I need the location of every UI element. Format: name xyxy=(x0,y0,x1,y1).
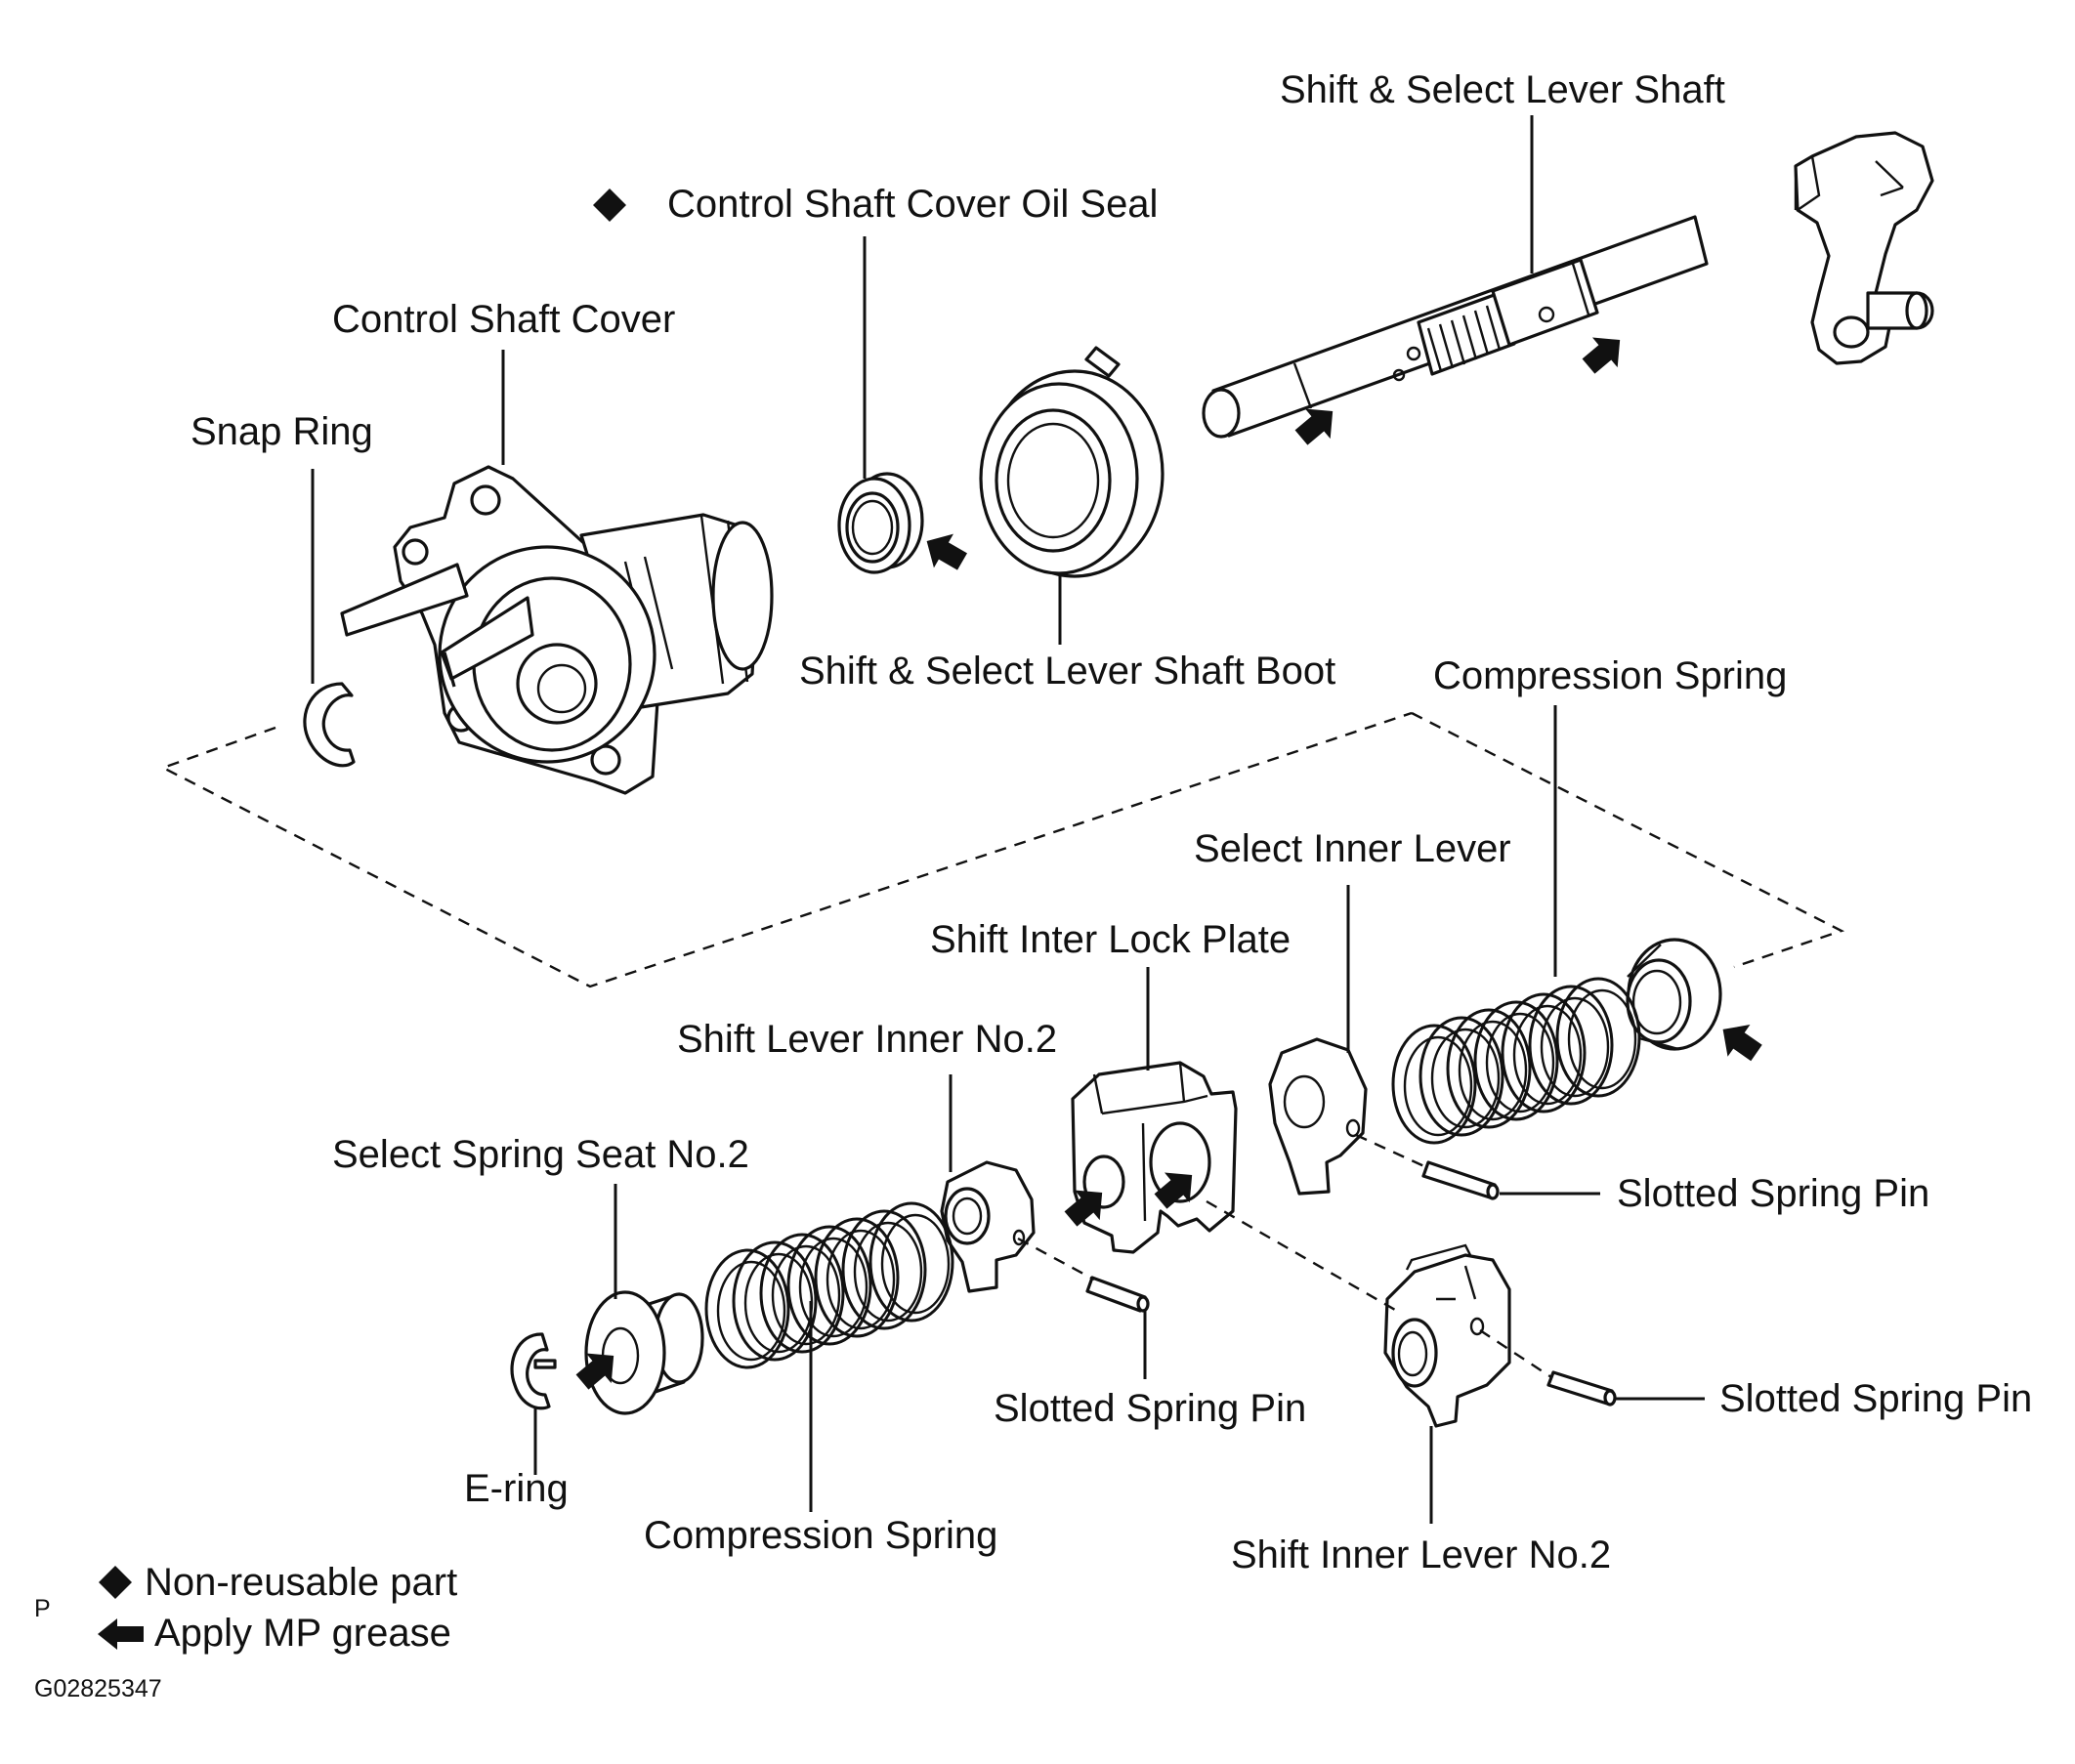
spring-coil-inner xyxy=(1430,1028,1501,1129)
label-compression-spring-lower: Compression Spring xyxy=(644,1514,997,1557)
arrow-icon xyxy=(1064,1190,1103,1227)
label-slotted-spring-pin-upper: Slotted Spring Pin xyxy=(1617,1172,1929,1215)
diamond-icon xyxy=(99,1566,132,1599)
arrow-icon xyxy=(1582,337,1621,374)
spring-coil xyxy=(868,1201,954,1323)
legend-non-reusable: Non-reusable part xyxy=(145,1561,457,1604)
label-select-spring-seat-no2: Select Spring Seat No.2 xyxy=(332,1133,749,1176)
label-slotted-spring-pin-lower: Slotted Spring Pin xyxy=(1719,1377,2032,1420)
shift-select-lever-shaft xyxy=(1202,131,1934,439)
slotted-spring-pin-lower xyxy=(1546,1370,1617,1407)
slotted-spring-pin-upper xyxy=(1421,1160,1500,1200)
snap-ring xyxy=(303,682,356,768)
select-inner-lever xyxy=(1268,1037,1368,1196)
shift-lever-inner-no2 xyxy=(940,1160,1036,1293)
spring-coil xyxy=(759,1233,845,1354)
spring-coil-inner xyxy=(771,1244,841,1346)
shift-inner-lever-no2 xyxy=(1383,1243,1511,1428)
spring-coil-inner xyxy=(1567,988,1637,1090)
arrow-icon xyxy=(1722,1024,1762,1062)
arrow-icon xyxy=(98,1618,144,1650)
spring-coil-inner xyxy=(798,1237,868,1338)
spring-coil-inner xyxy=(716,1260,786,1362)
compression-spring-lower xyxy=(704,1201,954,1369)
spring-coil xyxy=(1473,1000,1559,1121)
assembly-axis-lines xyxy=(1017,1133,1552,1379)
select-spring-seat-no2 xyxy=(584,1290,704,1415)
spring-seat-right xyxy=(1626,938,1722,1051)
slotted-spring-pin-middle xyxy=(1085,1276,1150,1313)
spring-coil-inner xyxy=(1458,1020,1528,1121)
label-slotted-spring-pin-middle: Slotted Spring Pin xyxy=(994,1387,1306,1430)
spring-coil-inner xyxy=(853,1221,923,1323)
e-ring xyxy=(510,1332,557,1410)
label-shift-select-lever-shaft: Shift & Select Lever Shaft xyxy=(1280,68,1725,111)
arrow-icon xyxy=(1294,408,1334,445)
legend-p-mark: P xyxy=(34,1595,51,1622)
label-shift-inter-lock-plate: Shift Inter Lock Plate xyxy=(930,918,1291,961)
spring-coil xyxy=(841,1209,927,1330)
spring-coil xyxy=(704,1248,790,1369)
shift-inter-lock-plate xyxy=(1071,1061,1238,1254)
label-select-inner-lever: Select Inner Lever xyxy=(1194,827,1511,870)
control-shaft-cover-oil-seal xyxy=(837,472,924,574)
shift-select-lever-shaft-boot xyxy=(979,346,1165,578)
label-e-ring: E-ring xyxy=(464,1467,569,1510)
spring-coil xyxy=(1391,1024,1477,1145)
spring-coil xyxy=(1501,992,1587,1113)
spring-coil-inner xyxy=(1485,1012,1555,1113)
spring-coil xyxy=(732,1240,818,1362)
spring-coil xyxy=(814,1217,900,1338)
label-snap-ring: Snap Ring xyxy=(191,410,373,453)
spring-coil-inner xyxy=(826,1229,896,1330)
spring-coil-inner xyxy=(880,1213,951,1315)
label-control-shaft-cover: Control Shaft Cover xyxy=(332,298,675,341)
spring-coil xyxy=(1528,985,1614,1106)
legend-apply-grease: Apply MP grease xyxy=(154,1612,451,1655)
label-compression-spring-upper: Compression Spring xyxy=(1433,654,1787,697)
control-shaft-cover xyxy=(340,465,774,795)
compression-spring-upper xyxy=(1391,977,1641,1145)
spring-coil-inner xyxy=(1540,996,1610,1098)
label-shift-lever-inner-no2: Shift Lever Inner No.2 xyxy=(677,1018,1057,1061)
inner-assembly-dashed-boundary xyxy=(159,711,1845,988)
diamond-icon xyxy=(593,189,626,222)
spring-coil-inner xyxy=(1403,1035,1473,1137)
figure-code: G02825347 xyxy=(34,1675,162,1702)
spring-coil xyxy=(786,1225,872,1346)
spring-coil xyxy=(1555,977,1641,1098)
label-shift-inner-lever-no2: Shift Inner Lever No.2 xyxy=(1231,1533,1611,1576)
arrow-icon xyxy=(926,533,967,570)
label-control-shaft-cover-oil-seal: Control Shaft Cover Oil Seal xyxy=(667,183,1158,226)
arrow-icon xyxy=(1154,1172,1193,1209)
leader-lines xyxy=(311,115,1705,1524)
legend: Non-reusable part P Apply MP grease G028… xyxy=(34,1561,457,1702)
arrow-icon xyxy=(575,1353,614,1390)
label-shift-select-lever-shaft-boot: Shift & Select Lever Shaft Boot xyxy=(799,650,1335,693)
grease-arrows xyxy=(575,337,1762,1390)
spring-coil-inner xyxy=(1512,1004,1583,1106)
spring-coil xyxy=(1446,1008,1532,1129)
spring-coil xyxy=(1419,1016,1504,1137)
